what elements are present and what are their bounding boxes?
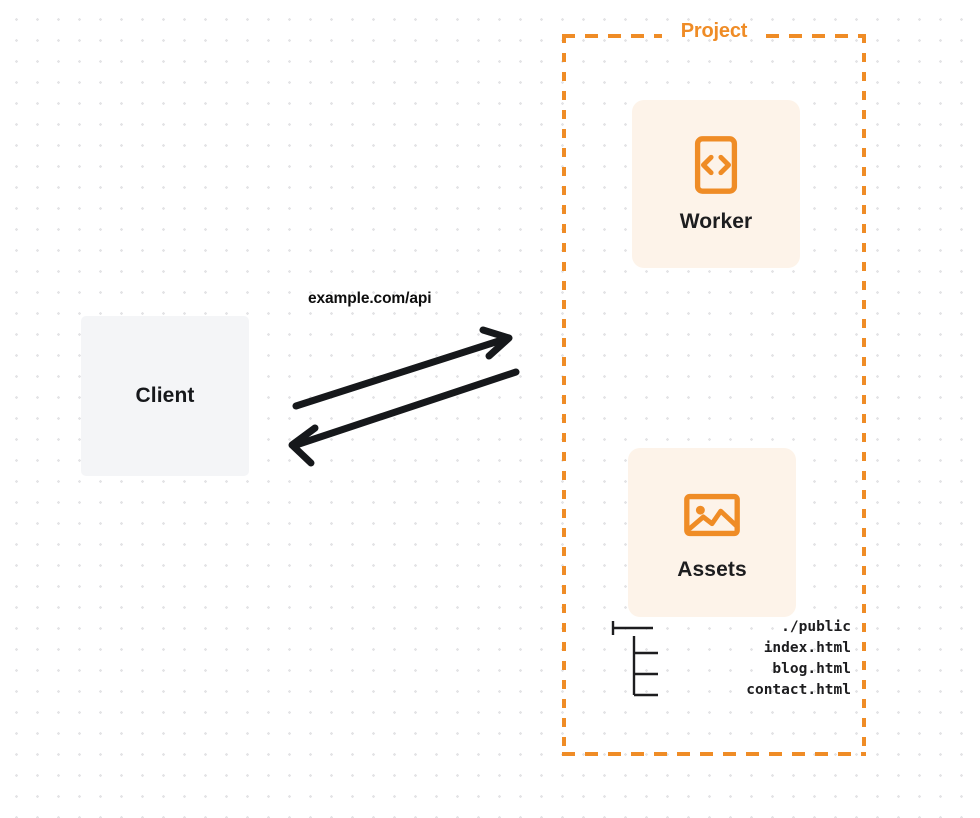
project-border-top-right [766, 34, 866, 38]
code-brackets-icon [694, 136, 738, 194]
tree-item-name: index.html [763, 640, 851, 656]
file-tree: ./public index.html blog.html contact.ht… [610, 617, 855, 701]
connection-label: example.com/api [308, 290, 432, 307]
project-container: Project Worker Assets [562, 20, 866, 756]
project-border-top-left [562, 34, 662, 38]
assets-label: Assets [677, 557, 747, 581]
request-arrow [292, 326, 513, 410]
tree-item-name: ./public [781, 619, 851, 635]
file-tree-row: index.html [610, 638, 855, 659]
project-border-right [862, 34, 866, 756]
worker-node: Worker [632, 100, 800, 268]
file-tree-row: blog.html [610, 659, 855, 680]
project-border-bottom [562, 752, 866, 756]
file-tree-row: ./public [610, 617, 855, 638]
worker-label: Worker [679, 210, 753, 233]
project-title: Project [680, 20, 748, 42]
file-tree-row: contact.html [610, 680, 855, 701]
project-border-left [562, 34, 566, 756]
assets-node: Assets [628, 448, 796, 617]
response-arrow [288, 368, 520, 467]
tree-item-name: contact.html [746, 682, 851, 698]
tree-item-name: blog.html [772, 661, 851, 677]
client-node: Client [81, 316, 249, 476]
image-icon [684, 493, 740, 536]
client-label: Client [135, 384, 195, 407]
